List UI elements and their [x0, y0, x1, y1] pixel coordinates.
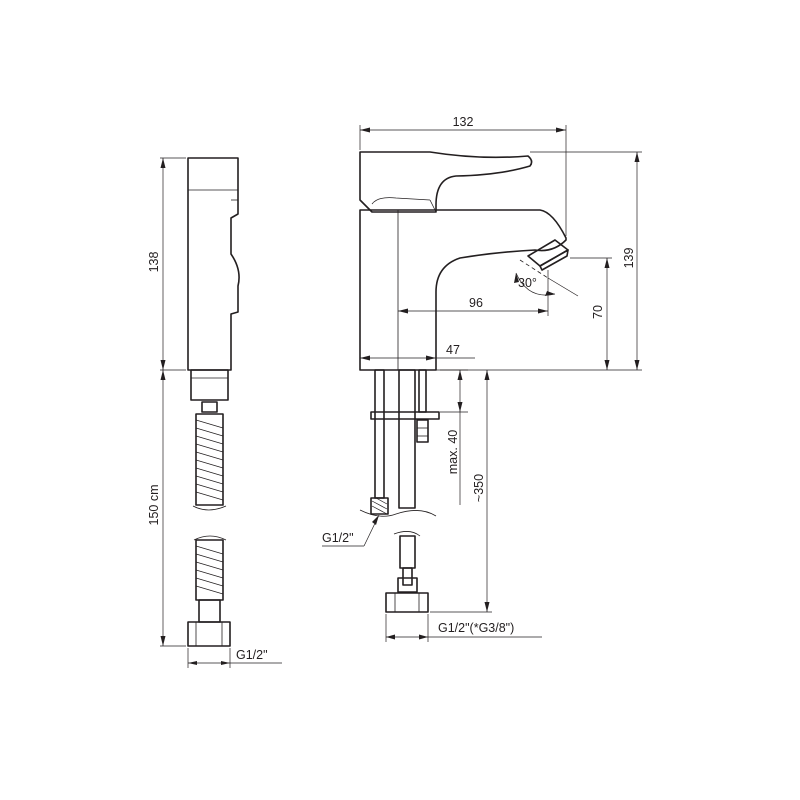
- label-hose-length: 150 cm: [147, 485, 161, 526]
- label-spout-reach: 96: [469, 296, 483, 310]
- label-thread-supply: G1/2"(*G3/8"): [438, 621, 514, 635]
- dim-thread-shower: G1/2": [187, 648, 282, 668]
- label-spout-height: 70: [591, 305, 605, 319]
- dim-hose-length: 150 cm: [147, 370, 186, 647]
- dim-thread-inlet: G1/2": [322, 514, 380, 547]
- mounting-assembly: [359, 369, 440, 613]
- dim-width-total: 132: [359, 115, 567, 236]
- dim-shower-height: 138: [147, 157, 186, 371]
- dim-supply-hose-length: ~350: [430, 370, 492, 613]
- label-width-total: 132: [453, 115, 474, 129]
- hand-shower: [187, 157, 240, 413]
- dim-height-total: 139: [436, 151, 642, 371]
- dim-counter-thickness: max. 40: [440, 369, 468, 505]
- label-thread-shower: G1/2": [236, 648, 268, 662]
- dim-thread-supply: G1/2"(*G3/8"): [385, 614, 542, 642]
- shower-hose-lower: [187, 535, 231, 647]
- label-supply-hose-length: ~350: [472, 474, 486, 502]
- dim-spout-reach: 96: [398, 270, 549, 316]
- label-height-total: 139: [622, 248, 636, 269]
- dim-spout-angle: 30°: [514, 272, 579, 297]
- label-thread-inlet: G1/2": [322, 531, 354, 545]
- dim-base-width: 47: [360, 343, 475, 361]
- label-base-width: 47: [446, 343, 460, 357]
- label-counter-thickness: max. 40: [446, 430, 460, 475]
- dim-spout-height: 70: [570, 257, 612, 370]
- label-shower-height: 138: [147, 252, 161, 273]
- shower-hose-upper: [192, 413, 227, 511]
- label-spout-angle: 30°: [518, 276, 537, 290]
- faucet-body: [359, 151, 569, 371]
